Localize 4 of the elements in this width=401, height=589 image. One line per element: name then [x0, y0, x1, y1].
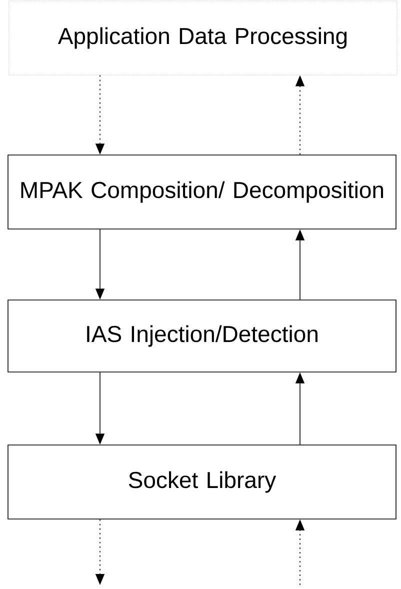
- process-box: IAS Injection/Detection: [8, 300, 396, 372]
- process-box: Socket Library: [8, 444, 396, 520]
- process-box: Application Data Processing: [8, 0, 398, 76]
- process-box: MPAK Composition/ Decomposition: [8, 154, 396, 230]
